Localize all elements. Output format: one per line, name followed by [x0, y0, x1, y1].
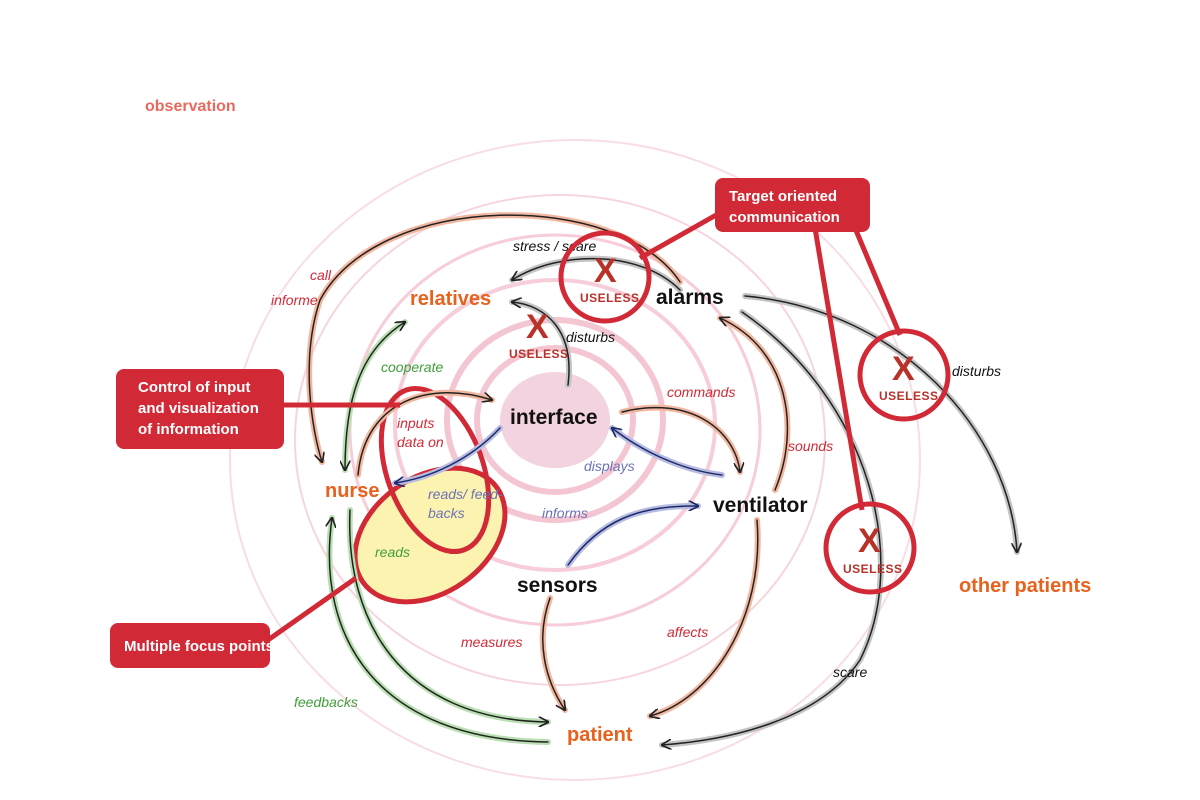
- label-informs: informs: [542, 505, 588, 521]
- label-feedbacks: feedbacks: [294, 694, 358, 710]
- useless-mark-other-patients: X USELESS: [857, 328, 951, 422]
- callout-control-input: Control of input and visualization of in…: [116, 369, 284, 449]
- node-alarms: alarms: [656, 286, 724, 309]
- callout-multiple-focus: Multiple focus points: [110, 623, 274, 668]
- callout-control-line1: Control of input: [138, 379, 250, 396]
- node-other-patients: other patients: [959, 575, 1091, 597]
- page-title: observation: [145, 98, 236, 115]
- x-mark-icon: X: [858, 522, 881, 560]
- label-affects: affects: [667, 624, 708, 640]
- label-backs: backs: [428, 505, 465, 521]
- edge-alarms-patient: [659, 309, 884, 748]
- ring-2: [474, 345, 636, 495]
- callout-target-oriented: Target oriented communication: [715, 178, 870, 232]
- node-relatives: relatives: [410, 288, 491, 310]
- node-patient: patient: [567, 724, 633, 746]
- label-disturbs-other: disturbs: [952, 363, 1001, 379]
- useless-label: USELESS: [879, 389, 939, 403]
- useless-label: USELESS: [580, 291, 640, 305]
- callout-target-line1: Target oriented: [729, 188, 837, 205]
- label-reads-feed: reads/ feed-: [428, 486, 503, 502]
- label-sounds: sounds: [788, 438, 833, 454]
- node-ventilator: ventilator: [713, 494, 808, 517]
- node-nurse: nurse: [325, 480, 379, 502]
- label-data-on: data on: [397, 434, 444, 450]
- label-cooperate: cooperate: [381, 359, 443, 375]
- useless-label: USELESS: [843, 562, 903, 576]
- label-inputs: inputs: [397, 415, 434, 431]
- ring-1: [500, 372, 610, 468]
- label-disturbs-relatives: disturbs: [566, 329, 615, 345]
- callout-target-line2: communication: [729, 209, 840, 226]
- edges: [306, 212, 1017, 748]
- label-informe: informe: [271, 292, 318, 308]
- x-mark-icon: X: [892, 350, 915, 388]
- node-interface: interface: [510, 406, 598, 429]
- label-call: call: [310, 267, 332, 283]
- callout-control-line3: of information: [138, 421, 239, 438]
- useless-mark-relatives: X USELESS: [509, 308, 569, 361]
- edge-sensors-patient: [539, 595, 568, 713]
- callout-multiple-text: Multiple focus points: [124, 638, 274, 655]
- label-measures: measures: [461, 634, 522, 650]
- callout-connectors: [266, 207, 903, 643]
- callout-control-line2: and visualization: [138, 400, 259, 417]
- x-mark-icon: X: [594, 252, 617, 290]
- useless-mark-alarms: X USELESS: [558, 230, 652, 324]
- node-sensors: sensors: [517, 574, 598, 597]
- x-mark-icon: X: [526, 308, 549, 346]
- label-displays: displays: [584, 458, 635, 474]
- label-reads: reads: [375, 544, 410, 560]
- useless-mark-patient: X USELESS: [823, 501, 917, 595]
- useless-label: USELESS: [509, 347, 569, 361]
- ring-7: [229, 139, 921, 781]
- label-scare: scare: [833, 664, 867, 680]
- label-commands: commands: [667, 384, 735, 400]
- ring-6: [294, 194, 826, 686]
- edge-ventilator-patient: [647, 517, 761, 719]
